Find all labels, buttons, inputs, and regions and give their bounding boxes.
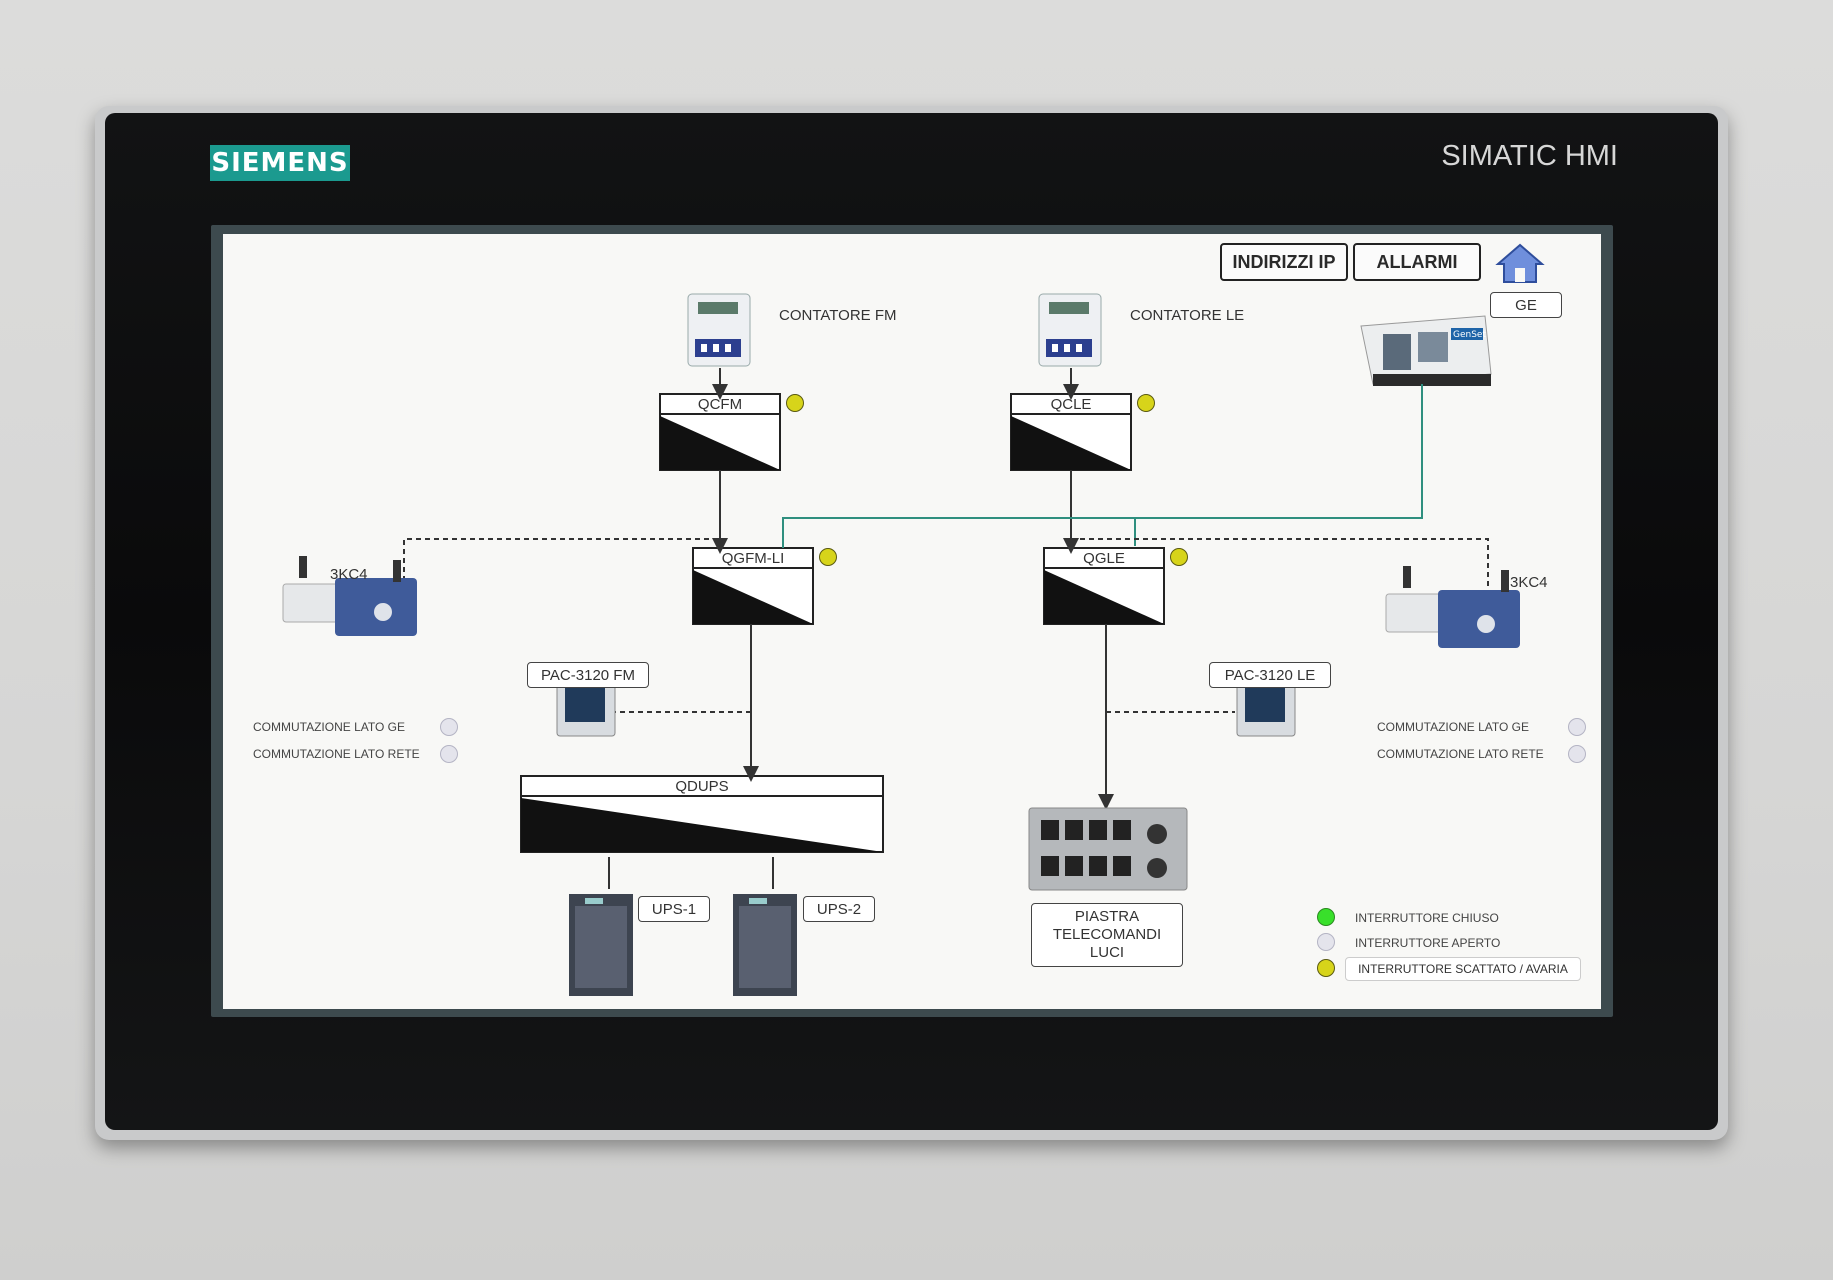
ip-addresses-button[interactable]: INDIRIZZI IP bbox=[1220, 243, 1348, 281]
panel-qcle-label: QCLE bbox=[1050, 396, 1092, 413]
panel-qdups bbox=[520, 775, 884, 853]
qcle-breaker-status bbox=[1137, 394, 1155, 412]
pac-le-label[interactable]: PAC-3120 LE bbox=[1209, 662, 1331, 688]
panel-qcle bbox=[1010, 393, 1132, 471]
qgfm-breaker-status bbox=[819, 548, 837, 566]
ups-2-icon bbox=[733, 894, 797, 996]
remote-plate-line3: LUCI bbox=[1089, 944, 1125, 961]
ats-left-ge-label: COMMUTAZIONE LATO GE bbox=[253, 720, 406, 734]
panel-qcfm-label: QCFM bbox=[697, 396, 743, 413]
ats-right-rete-status bbox=[1568, 745, 1586, 763]
panel-qdups-label: QDUPS bbox=[675, 778, 729, 795]
single-line-diagram bbox=[282, 293, 1520, 996]
panel-qcfm bbox=[659, 393, 781, 471]
legend-tripped-label: INTERRUTTORE SCATTATO / AVARIA bbox=[1345, 957, 1581, 981]
generator-badge: GenSet bbox=[1453, 330, 1486, 340]
legend-closed-indicator bbox=[1317, 908, 1335, 926]
legend-open-indicator bbox=[1317, 933, 1335, 951]
panel-qgle-label: QGLE bbox=[1083, 550, 1125, 567]
qgle-breaker-status bbox=[1170, 548, 1188, 566]
ats-switch-left-icon bbox=[282, 556, 417, 636]
ats-right-ge-status bbox=[1568, 718, 1586, 736]
ats-right-rete-label: COMMUTAZIONE LATO RETE bbox=[1377, 747, 1544, 761]
ats-left-ge-status bbox=[440, 718, 458, 736]
generator-label[interactable]: GE bbox=[1490, 292, 1562, 318]
ups-1-icon bbox=[569, 894, 633, 996]
legend-closed-label: INTERRUTTORE CHIUSO bbox=[1355, 911, 1499, 925]
ats-right-title: 3KC4 bbox=[1510, 574, 1548, 591]
ups-2-label[interactable]: UPS-2 bbox=[803, 896, 875, 922]
pac-3120-le-icon bbox=[1236, 679, 1296, 737]
remote-plate-line2: TELECOMANDI bbox=[1052, 926, 1162, 943]
legend-tripped-indicator bbox=[1317, 959, 1335, 977]
energy-meter-fm-icon bbox=[687, 293, 751, 367]
remote-plate-line1: PIASTRA bbox=[1074, 908, 1140, 925]
remote-plate-button[interactable]: PIASTRA TELECOMANDI LUCI bbox=[1031, 903, 1183, 967]
panel-qgfm bbox=[692, 547, 814, 625]
legend-open-label: INTERRUTTORE APERTO bbox=[1355, 936, 1501, 950]
device-model: SIMATIC HMI bbox=[1441, 140, 1618, 172]
generator-icon bbox=[1360, 315, 1492, 386]
meter-le-label: CONTATORE LE bbox=[1130, 307, 1245, 324]
ats-left-rete-label: COMMUTAZIONE LATO RETE bbox=[253, 747, 420, 761]
ups-1-label[interactable]: UPS-1 bbox=[638, 896, 710, 922]
home-icon[interactable] bbox=[1495, 242, 1545, 284]
remote-plate-icon bbox=[1028, 807, 1188, 891]
pac-3120-fm-icon bbox=[556, 679, 616, 737]
panel-qgfm-label: QGFM-LI bbox=[721, 550, 785, 567]
ats-left-title: 3KC4 bbox=[330, 566, 368, 583]
meter-fm-label: CONTATORE FM bbox=[779, 307, 897, 324]
siemens-logo: SIEMENS bbox=[210, 145, 350, 181]
alarms-button[interactable]: ALLARMI bbox=[1353, 243, 1481, 281]
ats-right-ge-label: COMMUTAZIONE LATO GE bbox=[1377, 720, 1530, 734]
qcfm-breaker-status bbox=[786, 394, 804, 412]
panel-qgle bbox=[1043, 547, 1165, 625]
ats-switch-right-icon bbox=[1385, 566, 1520, 648]
ats-left-rete-status bbox=[440, 745, 458, 763]
energy-meter-le-icon bbox=[1038, 293, 1102, 367]
pac-fm-label[interactable]: PAC-3120 FM bbox=[527, 662, 649, 688]
hmi-display: INDIRIZZI IP ALLARMI CONTATORE FM CONTAT… bbox=[223, 234, 1601, 1009]
